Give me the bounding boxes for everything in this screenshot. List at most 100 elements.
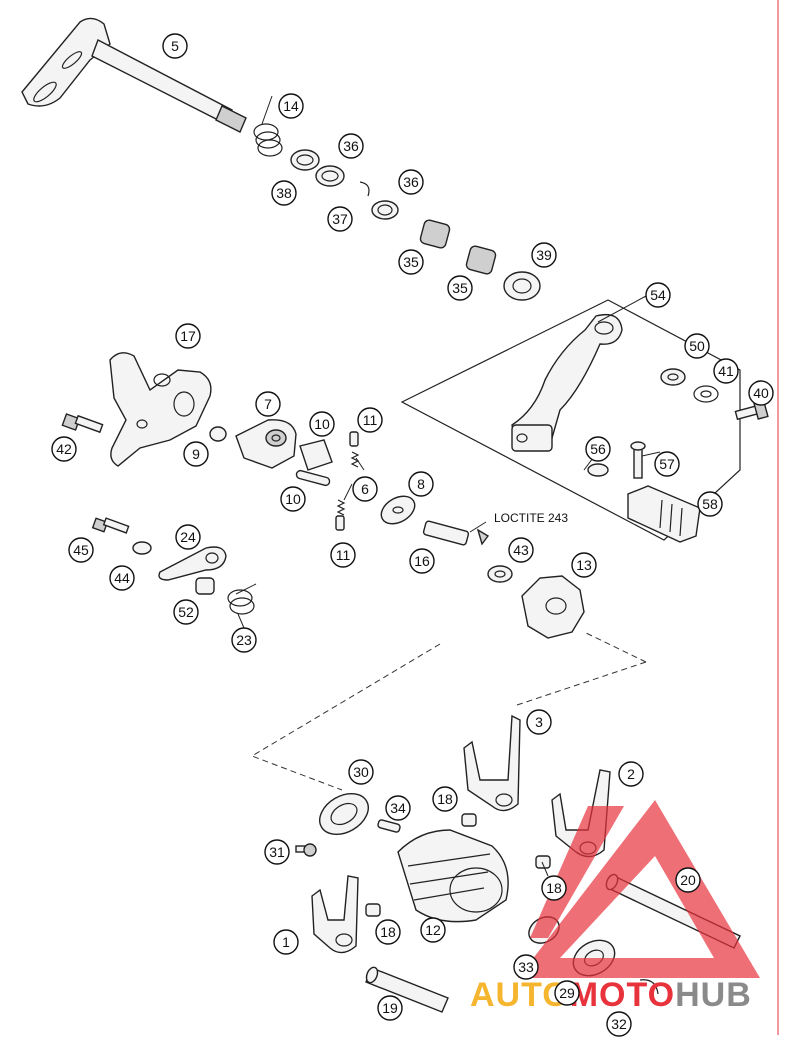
callout-30: 30 — [348, 759, 374, 785]
callout-label: 16 — [414, 553, 430, 569]
callout-label: 7 — [264, 396, 272, 412]
callout-label: 5 — [171, 38, 179, 54]
washer-43 — [487, 565, 513, 583]
callout-label: 33 — [518, 959, 534, 975]
callout-label: 36 — [343, 138, 359, 154]
callout-18c: 18 — [375, 919, 401, 945]
callout-20: 20 — [675, 867, 701, 893]
callout-label: 32 — [611, 1016, 627, 1032]
callout-32: 32 — [606, 1011, 632, 1037]
shift-fork-3 — [463, 714, 521, 812]
callout-13: 13 — [571, 552, 597, 578]
callout-16: 16 — [409, 548, 435, 574]
sleeve-52 — [195, 577, 215, 595]
mounting-bracket — [109, 352, 212, 467]
callout-38: 38 — [271, 180, 297, 206]
callout-19: 19 — [377, 995, 403, 1021]
callout-label: 41 — [718, 363, 734, 379]
slider-parts — [295, 431, 360, 531]
svg-text:AUTOMOTOHUB: AUTOMOTOHUB — [470, 976, 752, 1014]
callout-label: 11 — [363, 412, 378, 428]
shift-drum-12 — [397, 829, 509, 923]
washer-9 — [209, 426, 227, 442]
callout-label: 56 — [590, 441, 606, 457]
callout-label: 11 — [336, 547, 351, 563]
watermark-auto: AUTO — [470, 976, 570, 1014]
callout-52: 52 — [173, 599, 199, 625]
callout-label: 13 — [576, 557, 592, 573]
callout-40: 40 — [748, 380, 774, 406]
callout-label: 30 — [353, 764, 369, 780]
shift-arm-24 — [158, 546, 227, 581]
callout-56: 56 — [585, 436, 611, 462]
callout-2: 2 — [618, 761, 644, 787]
callout-33: 33 — [513, 954, 539, 980]
callout-label: 31 — [269, 844, 285, 860]
callout-label: 10 — [314, 416, 330, 432]
bolt-45 — [91, 517, 130, 534]
callout-54: 54 — [645, 282, 671, 308]
callout-5: 5 — [162, 33, 188, 59]
callout-58: 58 — [697, 491, 723, 517]
callout-24: 24 — [175, 524, 201, 550]
callout-50: 50 — [684, 333, 710, 359]
callout-14: 14 — [278, 93, 304, 119]
callout-label: 35 — [452, 280, 468, 296]
watermark-triangle-logo — [518, 800, 760, 978]
callout-label: 44 — [114, 570, 130, 586]
callout-37: 37 — [327, 206, 353, 232]
callout-12: 12 — [420, 917, 446, 943]
callout-18b: 18 — [541, 875, 567, 901]
callout-18: 18 — [432, 786, 458, 812]
callout-35: 35 — [398, 249, 424, 275]
roller-18b — [535, 855, 551, 869]
callout-label: 2 — [627, 766, 635, 782]
pin-34 — [377, 819, 401, 833]
washers-upper — [290, 149, 399, 220]
callout-label: 3 — [535, 714, 543, 730]
callout-label: 18 — [546, 880, 562, 896]
locator-7 — [235, 419, 297, 469]
roller-18c — [365, 903, 381, 917]
callout-label: 10 — [285, 491, 301, 507]
callout-9: 9 — [183, 441, 209, 467]
callout-41: 41 — [713, 358, 739, 384]
bearing-30 — [319, 793, 369, 835]
disc-8 — [380, 495, 416, 525]
automotohub-watermark: AUTOMOTOHUB — [470, 800, 760, 1014]
callout-label: 18 — [437, 791, 453, 807]
callout-label: 23 — [236, 632, 252, 648]
shift-fork-1 — [311, 875, 359, 954]
shift-lever-assembly — [400, 299, 769, 543]
callout-label: 52 — [178, 604, 194, 620]
callout-label: 20 — [680, 872, 696, 888]
callout-43: 43 — [508, 537, 534, 563]
callout-label: 12 — [425, 922, 441, 938]
callout-label: 58 — [702, 496, 718, 512]
callout-17: 17 — [175, 323, 201, 349]
shift-star-13 — [521, 575, 585, 639]
callout-label: 40 — [753, 385, 769, 401]
callout-8: 8 — [408, 471, 434, 497]
shift-shaft — [21, 17, 247, 133]
callout-44: 44 — [109, 565, 135, 591]
leader-lines — [237, 295, 661, 877]
callout-label: 6 — [361, 481, 369, 497]
callout-1: 1 — [273, 929, 299, 955]
callout-label: 38 — [276, 185, 292, 201]
callout-label: 37 — [332, 211, 348, 227]
callout-label: 29 — [559, 985, 575, 1001]
callout-10: 10 — [309, 411, 335, 437]
bolt-42 — [61, 413, 104, 434]
callout-label: 34 — [390, 800, 406, 816]
callout-36b: 36 — [398, 169, 424, 195]
callout-57: 57 — [654, 451, 680, 477]
callout-23: 23 — [231, 627, 257, 653]
spring-23 — [227, 583, 257, 615]
callout-label: 8 — [417, 476, 425, 492]
callout-label: 35 — [403, 254, 419, 270]
callout-3: 3 — [526, 709, 552, 735]
callout-label: 1 — [282, 934, 290, 950]
callout-label: 18 — [380, 924, 396, 940]
